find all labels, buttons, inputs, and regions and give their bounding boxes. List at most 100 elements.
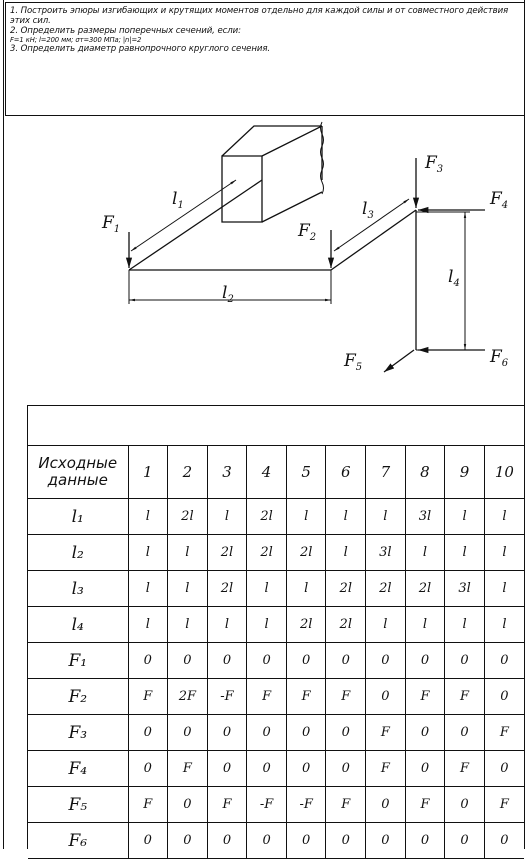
parameter-value: 2l (365, 570, 406, 607)
parameter-value: 0 (285, 714, 327, 751)
parameter-value: 0 (404, 714, 446, 751)
parameter-value: F (483, 786, 524, 823)
parameter-value: 0 (483, 642, 524, 679)
variant-number: 10 (483, 446, 524, 499)
parameter-value: F (127, 786, 169, 823)
parameter-value: 0 (285, 822, 327, 859)
parameter-value: 2l (206, 534, 248, 571)
parameter-value: 0 (365, 678, 406, 715)
variant-number: 8 (404, 446, 446, 499)
parameter-value: 0 (365, 642, 406, 679)
parameter-value: F (325, 678, 367, 715)
task-text-block: 1. Построить эпюры изгибающих и крутящих… (5, 2, 525, 116)
parameter-value: 3l (444, 570, 485, 607)
parameter-value: l (365, 606, 406, 643)
label-l4: l4 (448, 267, 460, 289)
parameter-value: l (325, 498, 367, 535)
parameter-value: l (285, 498, 327, 535)
label-F4: F4 (489, 189, 508, 211)
parameter-name: l₄ (28, 606, 129, 643)
parameter-value: l (246, 570, 287, 607)
beam-figure: F1 F2 F3 F4 F5 F6 l1 l2 l3 l4 (0, 118, 528, 408)
parameter-value: 2l (325, 570, 367, 607)
task-given-values: F=1 кН; l=200 мм; σт=300 МПа; |n|=2 (10, 36, 142, 44)
label-F6: F6 (489, 347, 509, 369)
parameter-name: F₄ (28, 750, 129, 787)
parameter-value: l (127, 498, 169, 535)
parameter-value: 0 (325, 714, 367, 751)
parameter-value: F (325, 786, 367, 823)
parameter-value: l (483, 534, 524, 571)
table-title-row (28, 406, 524, 446)
parameter-value: F (127, 678, 169, 715)
parameter-value: l (285, 570, 327, 607)
variant-number: 2 (167, 446, 208, 499)
parameter-value: 0 (127, 822, 169, 859)
label-l3: l3 (362, 199, 374, 221)
variant-number: 5 (285, 446, 327, 499)
parameter-value: 0 (483, 750, 524, 787)
parameter-value: 0 (246, 642, 287, 679)
parameter-value: l (483, 498, 524, 535)
parameter-value: 0 (206, 714, 248, 751)
parameter-value: l (444, 498, 485, 535)
parameter-value: 0 (365, 786, 406, 823)
variant-number: 3 (206, 446, 248, 499)
variant-number: 1 (127, 446, 169, 499)
parameter-value: 3l (365, 534, 406, 571)
parameter-value: 0 (127, 750, 169, 787)
parameter-value: l (127, 606, 169, 643)
parameter-value: l (444, 534, 485, 571)
label-F2: F2 (297, 221, 316, 243)
parameter-name: l₃ (28, 570, 129, 607)
parameter-value: 2l (246, 534, 287, 571)
parameter-value: l (404, 606, 446, 643)
parameter-value: 2F (167, 678, 208, 715)
parameter-name: F₃ (28, 714, 129, 751)
variant-number: 7 (365, 446, 406, 499)
parameter-value: l (246, 606, 287, 643)
parameter-name: l₂ (28, 534, 129, 571)
parameter-value: l (167, 606, 208, 643)
task-item-2: 2. Определить размеры поперечных сечений… (10, 26, 241, 36)
variant-number: 6 (325, 446, 367, 499)
force-arrows (125, 158, 485, 373)
parameter-value: 2l (404, 570, 446, 607)
parameter-value: 0 (167, 786, 208, 823)
parameter-value: F (444, 678, 485, 715)
parameter-value: F (404, 786, 446, 823)
parameter-value: l (325, 534, 367, 571)
parameter-value: 0 (246, 822, 287, 859)
parameter-value: F (285, 678, 327, 715)
parameter-value: 0 (404, 750, 446, 787)
parameter-value: 0 (167, 714, 208, 751)
parameter-value: l (127, 570, 169, 607)
parameter-value: 0 (483, 822, 524, 859)
parameter-value: 2l (167, 498, 208, 535)
parameter-value: -F (206, 678, 248, 715)
parameter-value: l (483, 606, 524, 643)
parameter-value: 0 (285, 750, 327, 787)
parameter-value: 0 (325, 822, 367, 859)
label-F1: F1 (101, 213, 120, 235)
parameter-name: F₁ (28, 642, 129, 679)
variant-number: 9 (444, 446, 485, 499)
parameter-value: 2l (325, 606, 367, 643)
parameter-value: l (444, 606, 485, 643)
parameter-value: 2l (285, 606, 327, 643)
parameter-value: 0 (444, 714, 485, 751)
parameter-value: l (483, 570, 524, 607)
parameter-value: 0 (206, 642, 248, 679)
label-F3: F3 (424, 153, 443, 175)
parameter-value: 0 (206, 750, 248, 787)
parameter-value: F (246, 678, 287, 715)
